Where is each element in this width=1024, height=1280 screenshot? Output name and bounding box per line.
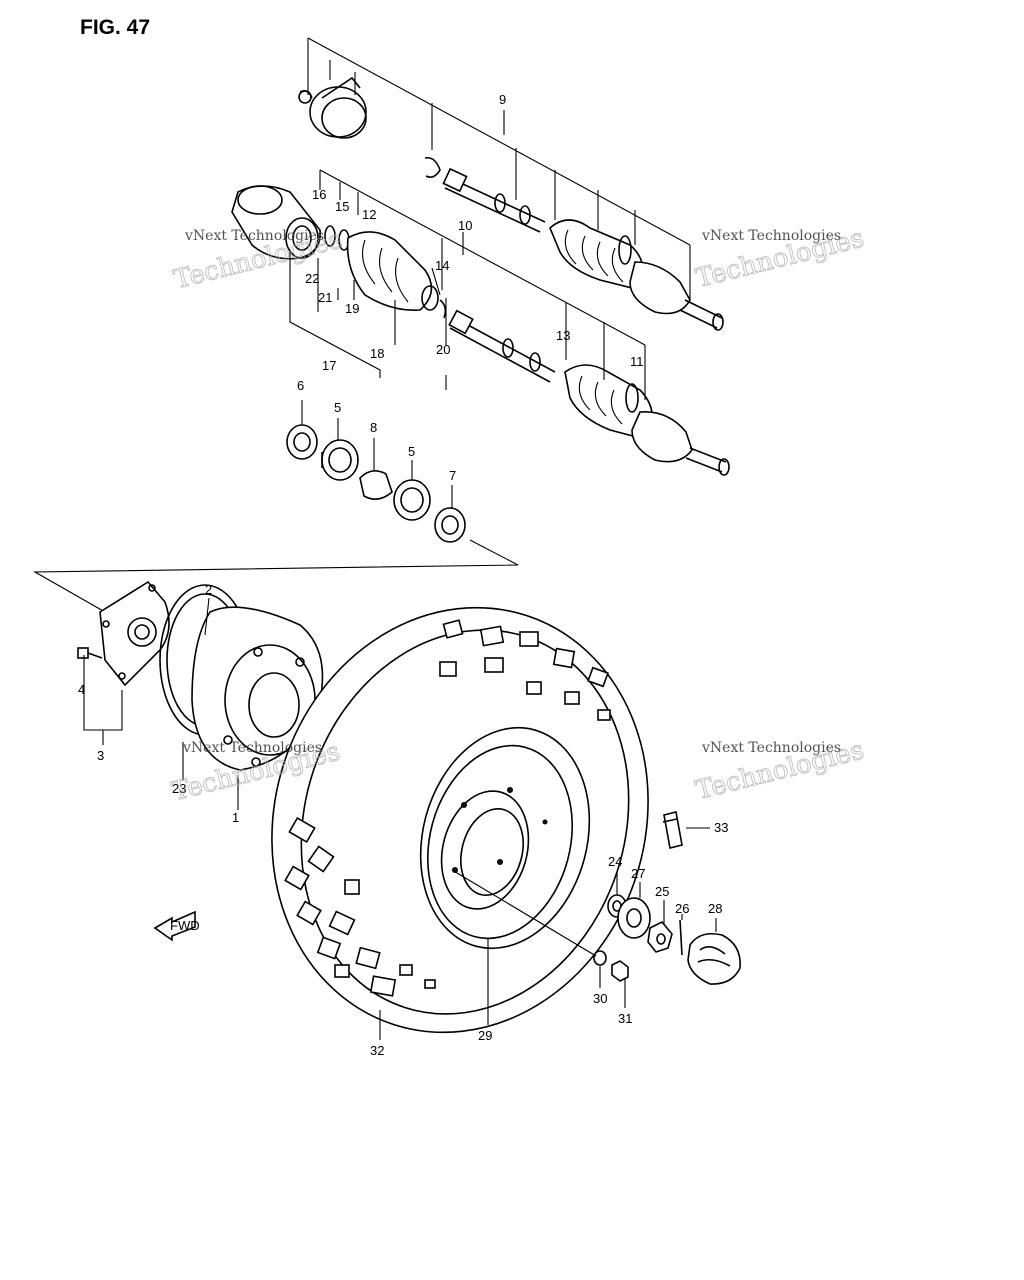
callout-10: 10 [458, 218, 472, 233]
axle-shaft-assembly-9 [298, 76, 724, 331]
callout-16: 16 [312, 187, 326, 202]
axle-shaft-assembly-10 [231, 185, 730, 476]
callout-numbers: 1 2 3 4 5 5 6 7 8 9 10 11 12 13 14 15 16… [78, 92, 728, 1058]
wheel-rim-29 [419, 726, 591, 950]
callout-18: 18 [370, 346, 384, 361]
callout-19: 19 [345, 301, 359, 316]
callout-6: 6 [297, 378, 304, 393]
watermark: Technologies vNext Technologies [692, 735, 867, 807]
watermark-text: vNext Technologies [182, 740, 322, 756]
hub-bearings-seals [286, 424, 466, 543]
callout-20: 20 [436, 342, 450, 357]
callout-7: 7 [449, 468, 456, 483]
callout-2: 2 [205, 582, 212, 597]
brake-plate-3 [77, 580, 170, 687]
callout-5b: 5 [408, 444, 415, 459]
callout-1: 1 [232, 810, 239, 825]
callout-22: 22 [305, 271, 319, 286]
callout-14: 14 [435, 258, 449, 273]
callout-29: 29 [478, 1028, 492, 1043]
callout-4: 4 [78, 682, 85, 697]
watermark-text: vNext Technologies [184, 228, 324, 244]
callout-17: 17 [322, 358, 336, 373]
callout-5a: 5 [334, 400, 341, 415]
callout-32: 32 [370, 1043, 384, 1058]
callout-21: 21 [318, 290, 332, 305]
watermark-text: vNext Technologies [701, 740, 841, 756]
leader-lines [83, 37, 717, 1040]
callout-26: 26 [675, 901, 689, 916]
tire-32 [271, 606, 649, 1034]
fwd-label: FWD [170, 918, 200, 933]
watermark-text: vNext Technologies [701, 228, 841, 244]
figure-title: FIG. 47 [80, 16, 150, 39]
callout-30: 30 [593, 991, 607, 1006]
callout-12: 12 [362, 207, 376, 222]
callout-11: 11 [630, 354, 644, 369]
callout-27: 27 [631, 866, 645, 881]
callout-25: 25 [655, 884, 669, 899]
callout-31: 31 [618, 1011, 632, 1026]
fwd-arrow-icon: FWD [153, 910, 200, 942]
callout-13: 13 [556, 328, 570, 343]
callout-8: 8 [370, 420, 377, 435]
wheel-small-parts [593, 811, 741, 985]
callout-24: 24 [608, 854, 622, 869]
hub-drum-1 [159, 584, 324, 771]
watermark: Technologies vNext Technologies [692, 223, 867, 295]
callout-23: 23 [172, 781, 186, 796]
callout-28: 28 [708, 901, 722, 916]
callout-9: 9 [499, 92, 506, 107]
callout-33: 33 [714, 820, 728, 835]
callout-3: 3 [97, 748, 104, 763]
guide-lines [32, 539, 519, 613]
callout-15: 15 [335, 199, 349, 214]
